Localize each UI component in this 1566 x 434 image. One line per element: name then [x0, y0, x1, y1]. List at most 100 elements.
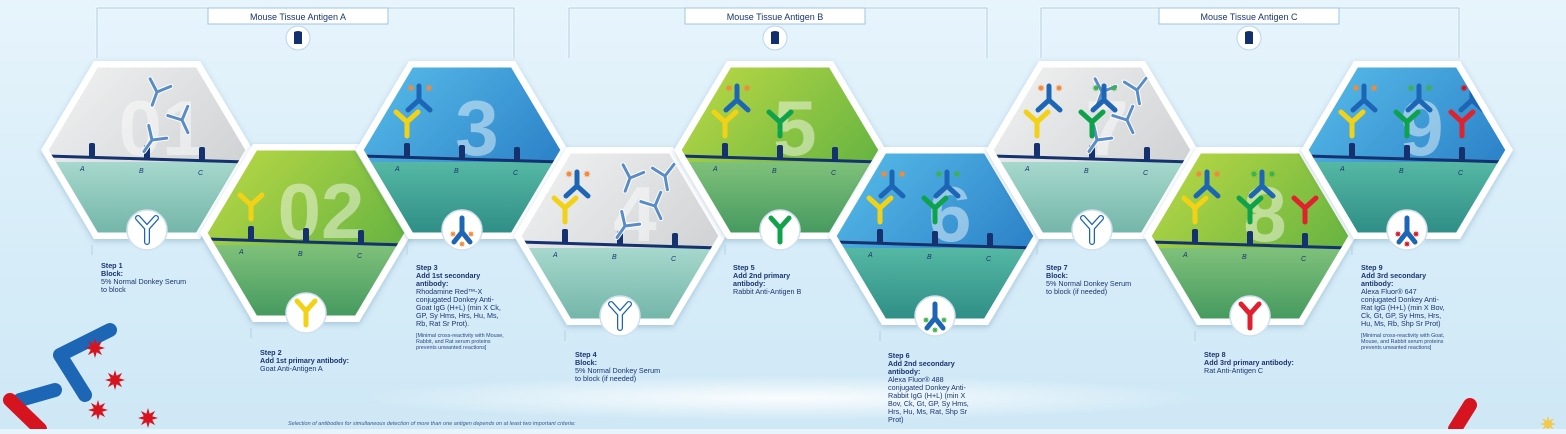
antigen-post: [1349, 143, 1355, 157]
rabbit-primary-antibody: [766, 109, 794, 139]
step-8-subtitle: Add 3rd primary antibody:: [1204, 358, 1294, 367]
site-label-b: B: [454, 168, 459, 175]
dye-icon: [1394, 230, 1402, 238]
antibody-icon: [1238, 301, 1262, 331]
rhodamine-dye: [583, 170, 591, 178]
bracket-antigen-c: [1039, 6, 1461, 58]
antigen-a-heading: Mouse Tissue Antigen A: [249, 12, 347, 22]
dye-icon: [458, 240, 466, 248]
rhodamine-dye: [1055, 84, 1063, 92]
secondary-antibody-b: [1090, 83, 1118, 113]
af488-dye: [1110, 84, 1118, 92]
af488-dye: [1268, 170, 1276, 178]
dye-icon: [467, 230, 475, 238]
site-label-c: C: [1301, 256, 1307, 263]
goat-primary-antibody: [1023, 109, 1051, 139]
site-label-b: B: [1242, 254, 1247, 261]
unbound-antibody: [147, 76, 174, 108]
antigen-post: [1247, 231, 1253, 245]
goat-primary-antibody: [237, 192, 265, 222]
rhodamine-dye: [565, 170, 573, 178]
decorative-antibody-left: [3, 323, 158, 434]
antigen-post: [1404, 145, 1410, 159]
step-8-title: Step 8: [1204, 350, 1226, 359]
antigen-post: [1144, 147, 1150, 161]
antigen-post: [404, 143, 410, 157]
antigen-post: [832, 147, 838, 161]
step-badge-3: [441, 209, 483, 251]
antibody-icon: [449, 215, 475, 248]
antigen-post: [877, 229, 883, 243]
step-8-label: Step 8 Add 3rd primary antibody: Rat Ant…: [1204, 351, 1294, 375]
antibody-icon: [1394, 215, 1420, 248]
site-label-c: C: [831, 170, 837, 177]
floor-glow: [363, 376, 1203, 420]
step-1-text: 5% Normal Donkey Serum to block: [101, 277, 187, 294]
af647-dye: [1478, 84, 1486, 92]
antibody-icon: [1080, 215, 1104, 245]
af488-dye: [1092, 84, 1100, 92]
antigen-post: [358, 230, 364, 244]
site-label-b: B: [927, 254, 932, 261]
site-label-a: A: [238, 249, 244, 256]
unbound-antibody: [638, 189, 664, 222]
step-6-text: Alexa Fluor® 488 conjugated Donkey Anti-…: [888, 375, 969, 424]
antigen-post: [562, 229, 568, 243]
secondary-antibody-a: [1035, 83, 1063, 113]
goat-primary-antibody: [551, 195, 579, 225]
antigen-b-heading: Mouse Tissue Antigen B: [726, 12, 824, 22]
rhodamine-dye: [1213, 170, 1221, 178]
antigen-post: [514, 147, 520, 161]
dye-icon: [931, 326, 939, 334]
step-9-note: [Minimal cross-reactivity with Goat, Mou…: [1361, 333, 1445, 351]
site-label-a: A: [552, 252, 558, 259]
antigen-post: [722, 143, 728, 157]
step-1-subtitle: Block:: [101, 269, 123, 278]
antigen-post: [303, 228, 309, 242]
site-label-b: B: [772, 168, 777, 175]
step-7-title: Step 7: [1046, 263, 1068, 272]
unbound-antibody: [141, 122, 170, 154]
step-5-title: Step 5: [733, 263, 755, 272]
step-badge-8: [1229, 295, 1271, 337]
step-4-text: 5% Normal Donkey Serum to block (if need…: [575, 366, 661, 383]
site-label-a: A: [1024, 166, 1030, 173]
step-badge-6: [914, 295, 956, 337]
step-badge-1: [126, 209, 168, 251]
dye-icon: [88, 400, 108, 420]
dye-icon: [1412, 230, 1420, 238]
site-label-b: B: [1084, 168, 1089, 175]
site-label-a: A: [1182, 252, 1188, 259]
secondary-antibody-b: [1248, 169, 1276, 199]
goat-primary-antibody: [393, 109, 421, 139]
step-badge-4: [599, 295, 641, 337]
antigen-post: [248, 226, 254, 240]
goat-primary-antibody: [866, 195, 894, 225]
unbound-antibody: [165, 103, 191, 136]
af647-dye: [1460, 84, 1468, 92]
rhodamine-dye: [1195, 170, 1203, 178]
rhodamine-dye: [407, 84, 415, 92]
step-9-label: Step 9 Add 3rd secondary antibody: Alexa…: [1361, 264, 1449, 352]
unbound-antibody: [1121, 75, 1149, 107]
site-label-c: C: [357, 253, 363, 260]
site-label-b: B: [139, 168, 144, 175]
af488-dye: [1425, 84, 1433, 92]
antigen-post: [459, 145, 465, 159]
antibody-icon: [135, 215, 159, 245]
secondary-antibody-b: [933, 169, 961, 199]
rat-primary-antibody: [1291, 195, 1319, 225]
site-label-c: C: [513, 170, 519, 177]
antigen-post: [1192, 229, 1198, 243]
site-label-b: B: [1399, 168, 1404, 175]
secondary-antibody-a: [563, 169, 591, 199]
dye-icon: [922, 316, 930, 324]
site-label-c: C: [1458, 170, 1464, 177]
step-2-subtitle: Add 1st primary antibody:: [260, 356, 350, 365]
step-badge-5: [759, 209, 801, 251]
antibody-icon: [608, 301, 632, 331]
